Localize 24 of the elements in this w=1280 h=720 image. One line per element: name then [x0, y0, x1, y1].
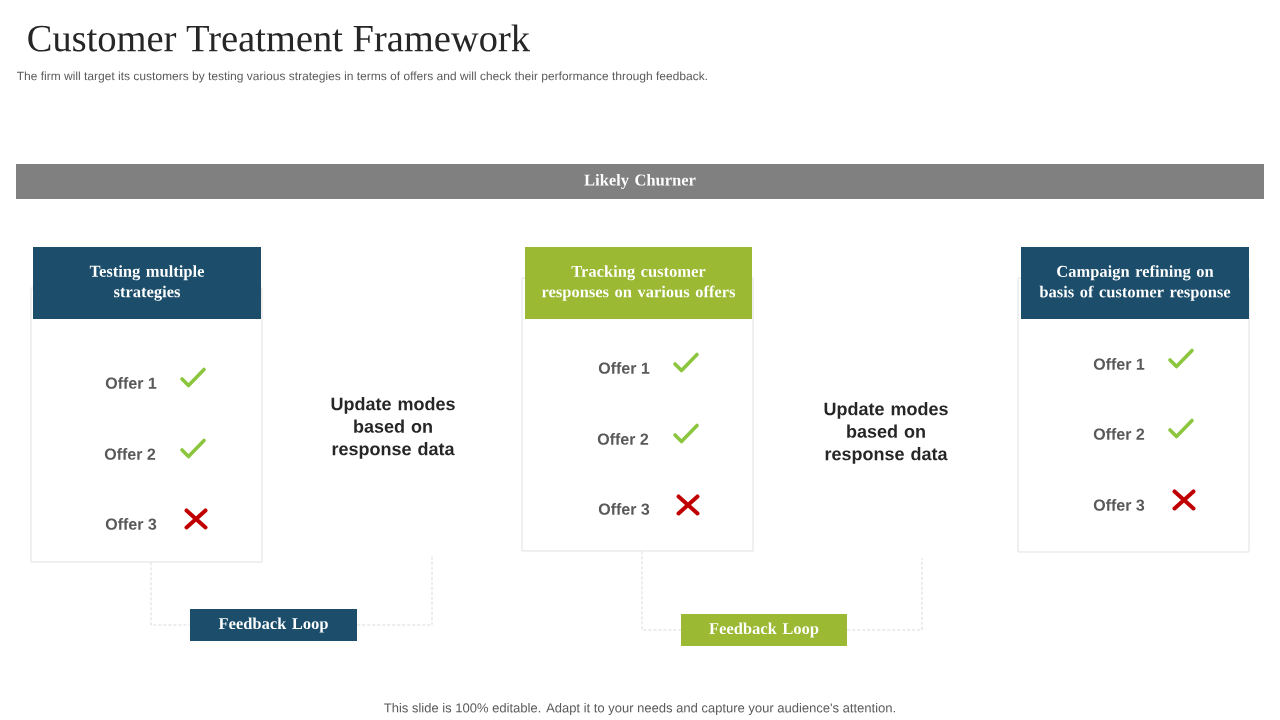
offer-label: Offer 2 [1093, 428, 1145, 440]
note-text: Update modes based on response data [824, 402, 948, 464]
header-bar: Tracking customer responses on various offers [525, 247, 752, 319]
footer-note: This slide is 100% editable. Adapt it to your needs and capture your audience's attention. [384, 702, 895, 716]
offer-label: Offer 3 [598, 503, 650, 515]
offer-label: Offer 3 [105, 518, 157, 530]
subtitle: The firm will target its customers by testing various strategies in terms of offers and will check their performance through feedback. [17, 71, 707, 83]
offer-label: Offer 1 [105, 377, 157, 389]
title: Customer Treatment Framework [28, 24, 530, 52]
connector-line [356, 554, 433, 626]
offer-label: Offer 2 [104, 448, 156, 460]
header-bar: Testing multiple strategies [33, 247, 261, 319]
banner: Likely Churner [16, 164, 1264, 199]
label-box: Feedback Loop [190, 609, 357, 641]
offer-label: Offer 2 [597, 433, 649, 445]
note-text: Update modes based on response data [331, 397, 455, 459]
offer-label: Offer 1 [1093, 358, 1145, 370]
header-bar: Campaign refining on basis of customer response [1021, 247, 1249, 319]
offer-label: Offer 1 [598, 362, 650, 374]
offer-label: Offer 3 [1093, 499, 1145, 511]
connector-line [641, 551, 682, 631]
connector-line [150, 562, 191, 626]
label-box: Feedback Loop [681, 614, 847, 646]
connector-line [846, 557, 923, 631]
